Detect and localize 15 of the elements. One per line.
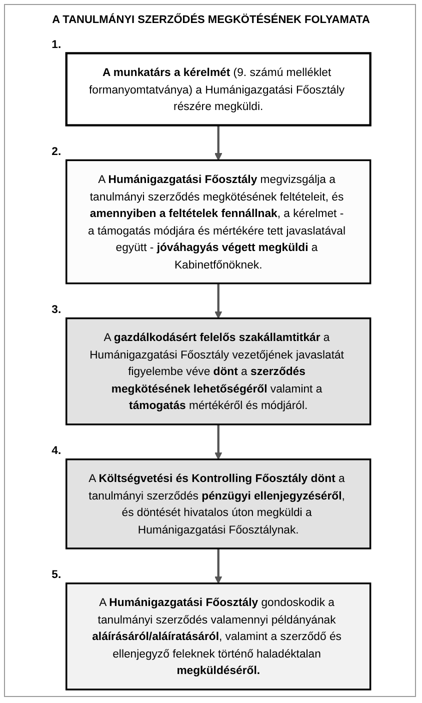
step-number: 5.: [52, 569, 62, 582]
node-box: A Költségvetési és Kontrolling Főosztály dönt a tanulmányi szerződés pénzügyi ellenjegyzéséről, és döntését hivatalos úton megküldi a Humánigazgatási Főosztálynak.: [66, 458, 372, 550]
arrow: [214, 283, 222, 319]
node-box: A Humánigazgatási Főosztály gondoskodik a tanulmányi szerződés valamennyi példányának aláírásáról/aláíratásáról, valamint a szerződő és ellenjegyző feleknek történő haladéktalan megküldéséről.: [66, 582, 372, 690]
arrow: [214, 548, 222, 584]
node-box: A gazdálkodásért felelős szakállamtitkár a Humánigazgatási Főosztály vezetőjének javaslatát figyelembe véve dönt a szerződés megkötésének lehetőségéről valamint a támogatás mértékéről és módjáról.: [66, 317, 372, 426]
step-number: 2.: [52, 146, 62, 158]
diagram-title: A TANULMÁNYI SZERZŐDÉS MEGKÖTÉSÉNEK FOLYAMATA: [51, 14, 371, 26]
arrow: [214, 424, 222, 460]
step-number: 3.: [52, 304, 62, 316]
arrow: [214, 125, 222, 161]
node-box: A munkatárs a kérelmét (9. számú melléklet formanyomtatványa) a Humánigazgatási Főosztály részére megküldi.: [65, 52, 372, 126]
step-number: 1.: [52, 38, 62, 51]
step-number: 4.: [52, 445, 62, 458]
node-box: A Humánigazgatási Főosztály megvizsgálja a tanulmányi szerződés megkötésének feltételeit, és amennyiben a feltételek fennállnak, a kérelmet - a támogatás módjára és mértékére tett javaslatával együtt - jóváhagyás végett megküldi a Kabinetfőnöknek.: [66, 159, 372, 284]
